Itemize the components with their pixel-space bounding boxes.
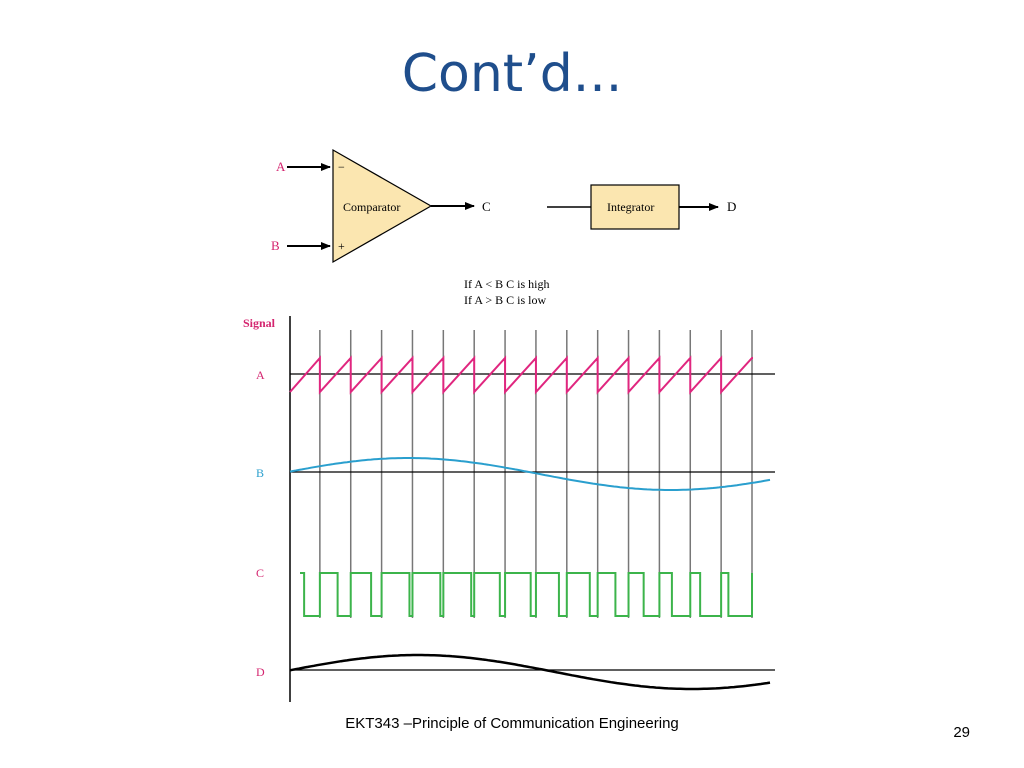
signal-axis-label: Signal <box>243 316 276 330</box>
comparator-plus-sign: + <box>338 239 345 253</box>
waveform-b-sine <box>289 457 771 491</box>
output-c-label: C <box>482 199 491 214</box>
comparator-label: Comparator <box>343 200 400 214</box>
footer-course-title: EKT343 –Principle of Communication Engin… <box>345 715 679 732</box>
output-d-label: D <box>727 199 736 214</box>
input-b-label: B <box>271 238 280 253</box>
signal-label-a: A <box>256 368 265 382</box>
condition-low-text: If A > B C is low <box>464 293 546 307</box>
waveform-c-pulses <box>300 572 753 617</box>
slide-title: Cont’d... <box>401 44 623 104</box>
input-a-label: A <box>276 159 286 174</box>
block-diagram: A B − + Comparator C Integrator D If A <… <box>271 148 736 307</box>
signal-label-b: B <box>256 466 264 480</box>
comparator-minus-sign: − <box>338 160 345 174</box>
waveform-d-integrated <box>289 653 771 691</box>
signal-label-d: D <box>256 665 265 679</box>
comparator-block <box>332 148 433 264</box>
waveform-plot: Signal A B C D <box>243 316 775 702</box>
signal-label-c: C <box>256 566 264 580</box>
condition-high-text: If A < B C is high <box>464 277 549 291</box>
page-number: 29 <box>953 724 970 741</box>
integrator-label: Integrator <box>607 200 654 214</box>
waveform-a-sawtooth <box>289 355 753 395</box>
